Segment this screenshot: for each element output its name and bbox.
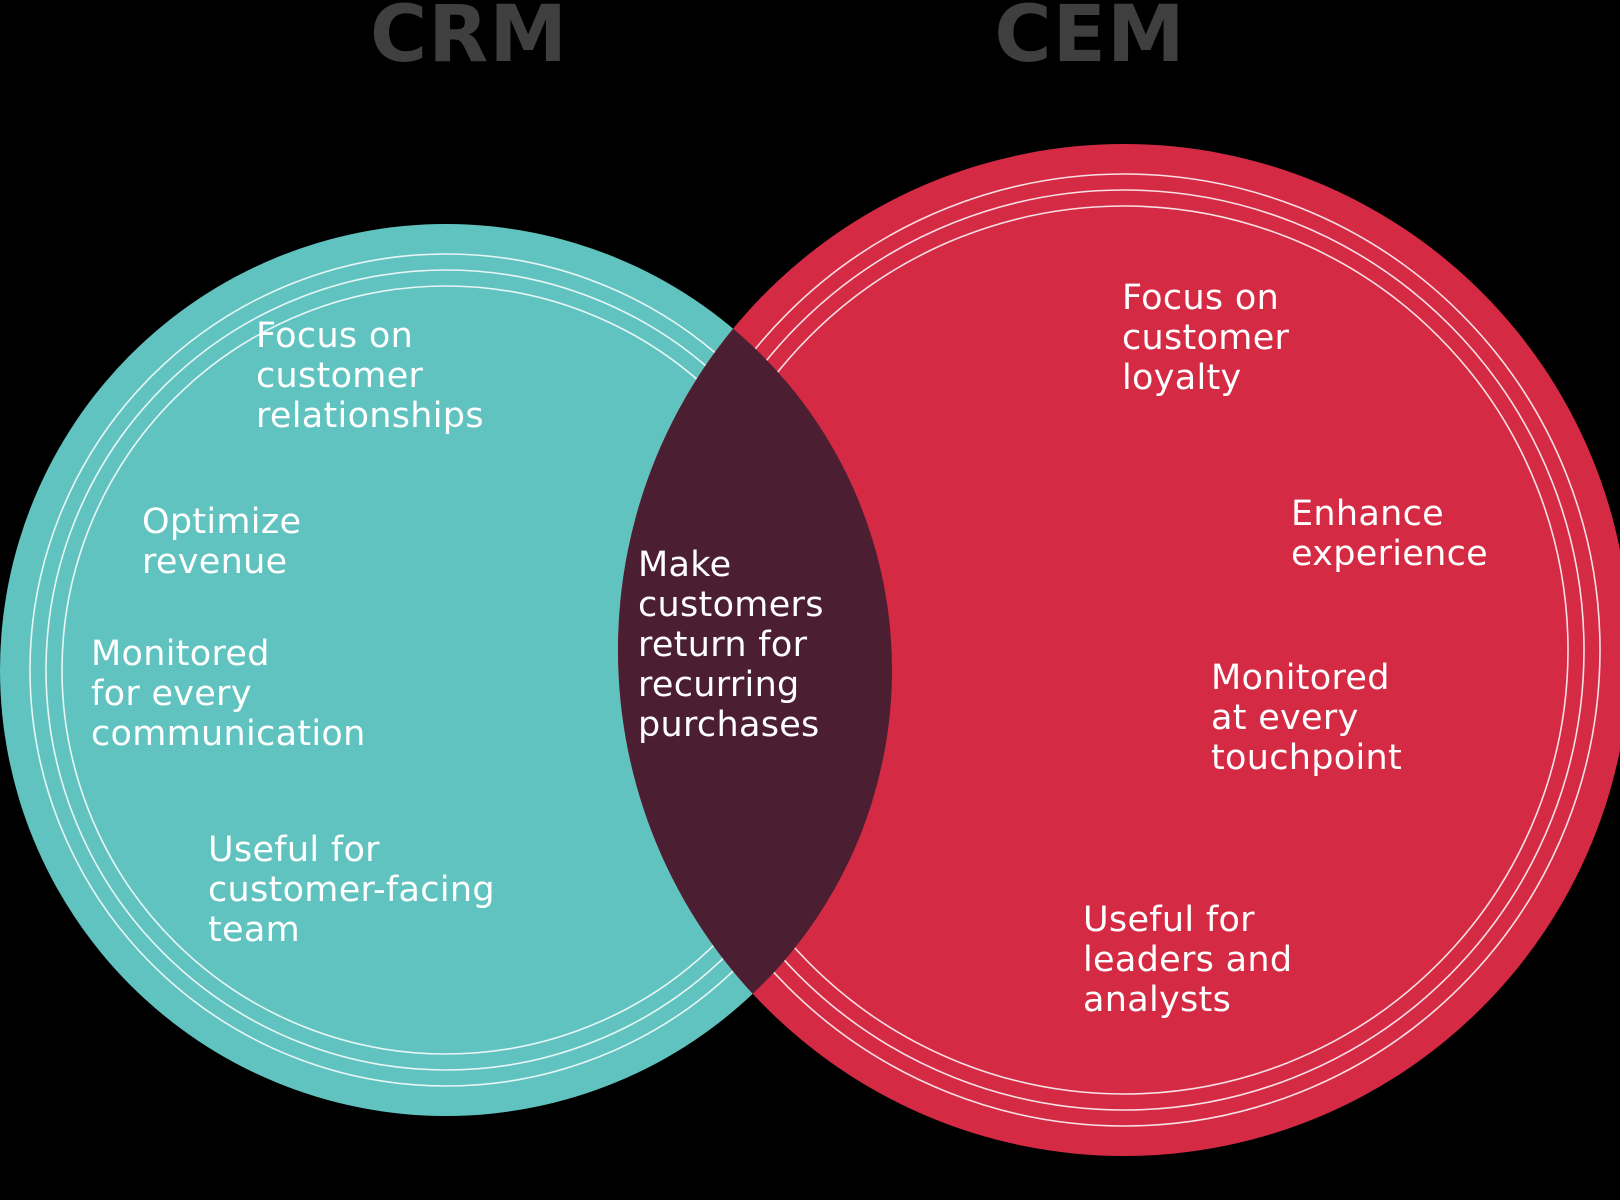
crm-item-team: Useful for customer-facing team xyxy=(208,830,495,950)
cem-circle xyxy=(618,144,1620,1156)
cem-title: CEM xyxy=(994,0,1186,80)
overlap-item-recurring: Make customers return for recurring purc… xyxy=(638,545,824,745)
crm-title: CRM xyxy=(370,0,568,80)
crm-item-revenue: Optimize revenue xyxy=(142,502,302,582)
cem-item-leaders: Useful for leaders and analysts xyxy=(1083,900,1293,1020)
crm-item-communication: Monitored for every communication xyxy=(91,634,366,754)
cem-item-touchpoint: Monitored at every touchpoint xyxy=(1211,658,1403,778)
crm-item-relationships: Focus on customer relationships xyxy=(256,316,484,436)
cem-item-experience: Enhance experience xyxy=(1291,494,1488,574)
cem-item-loyalty: Focus on customer loyalty xyxy=(1122,278,1290,398)
